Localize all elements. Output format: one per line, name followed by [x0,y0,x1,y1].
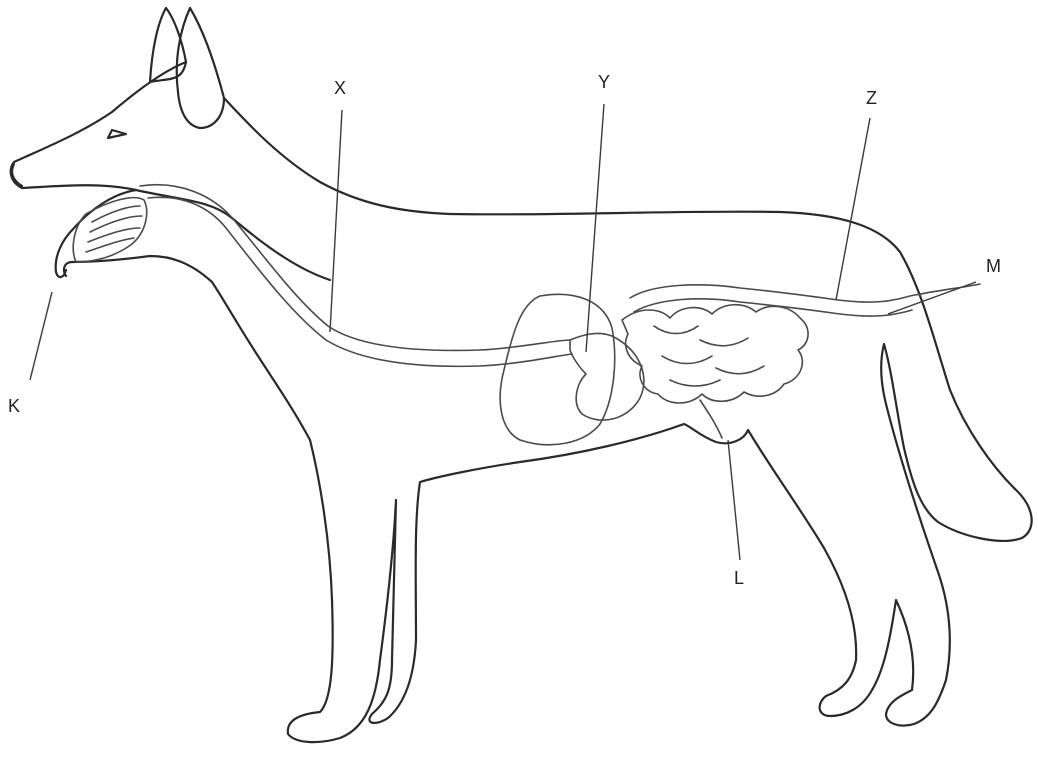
labels: X Y Z M K L [8,72,1001,588]
label-m: M [986,256,1001,276]
leader-z [836,118,870,300]
body-outline [11,62,1032,742]
teeth [86,206,142,252]
label-l: L [734,568,744,588]
rectum [700,400,722,438]
leader-x [330,110,342,332]
leader-k [30,292,52,380]
small-intestine [622,305,808,403]
mouth-cavity [73,198,146,262]
label-y: Y [598,72,610,92]
dog-eye [108,130,126,138]
liver [500,294,615,444]
dog-outline [11,8,1032,742]
leader-l [728,440,740,560]
label-k: K [8,396,20,416]
leader-lines [30,104,976,560]
leader-y [586,104,604,352]
digestive-organs [73,185,980,445]
label-x: X [334,78,346,98]
label-z: Z [866,88,877,108]
